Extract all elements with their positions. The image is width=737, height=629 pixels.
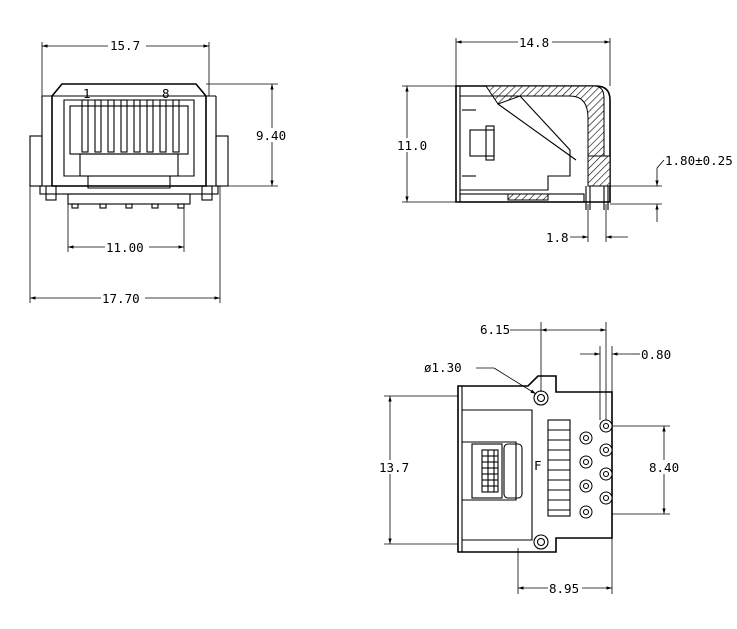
- dim-pin-pitch: 1.8: [546, 230, 569, 245]
- front-contacts: [81, 99, 180, 153]
- comb-teeth: [548, 429, 570, 511]
- dim-pin-edge: 0.80: [641, 347, 671, 362]
- side-view: 14.8 11.0 1.80±0.25: [396, 35, 733, 245]
- dim-length-side: 14.8: [519, 35, 549, 50]
- dim-height-side: 11.0: [397, 138, 427, 153]
- marker-letter: F: [534, 458, 542, 473]
- dim-bottom-width: 8.95: [549, 581, 579, 596]
- mount-hole-bottom: [533, 534, 549, 550]
- dim-pin-span: 8.40: [649, 460, 679, 475]
- dim-hole-diameter: ø1.30: [424, 360, 462, 375]
- dim-overall-height: 13.7: [379, 460, 409, 475]
- dim-hole-offset: 6.15: [480, 322, 510, 337]
- pin-label-last: 8: [162, 86, 170, 101]
- bottom-contact-block: [481, 449, 499, 493]
- dim-top-width: 15.7: [110, 38, 140, 53]
- dim-overall-width: 17.70: [102, 291, 140, 306]
- pcb-pins: [579, 419, 613, 519]
- dim-slot-width: 11.00: [106, 240, 144, 255]
- bottom-view: F 6.15 ø1.30 0.80: [378, 322, 682, 596]
- dim-height-front: 9.40: [256, 128, 286, 143]
- front-view: 15.7 1 8: [29, 38, 289, 306]
- mount-hole-top: [533, 390, 549, 406]
- pin-label-first: 1: [83, 86, 91, 101]
- dim-pin-length: 1.80±0.25: [665, 153, 733, 168]
